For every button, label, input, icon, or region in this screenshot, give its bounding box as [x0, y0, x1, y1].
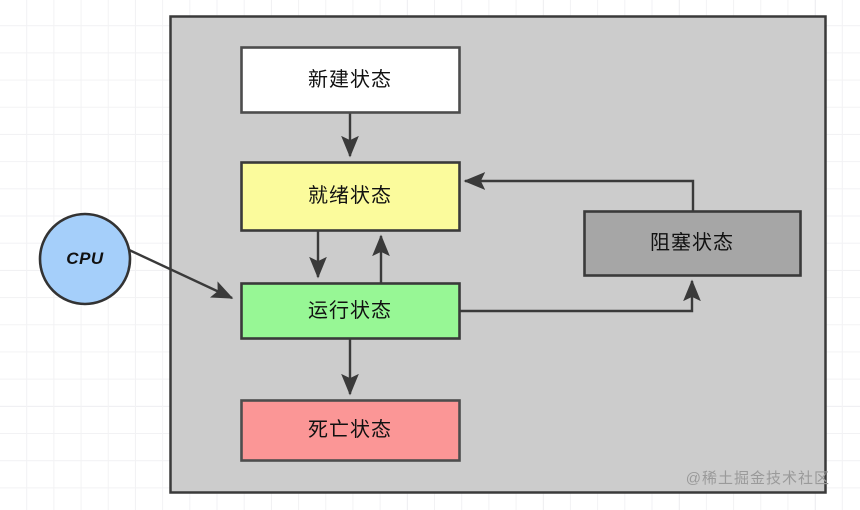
watermark-text: @稀土掘金技术社区: [685, 470, 830, 487]
node-ready-state[interactable]: [240, 161, 461, 232]
edge-layer: [126, 112, 701, 396]
edge-running-to-blocked: [459, 279, 701, 313]
node-new-state[interactable]: [240, 46, 461, 114]
node-cpu[interactable]: [38, 212, 132, 306]
node-blocked-state[interactable]: [583, 210, 802, 277]
node-dead-state[interactable]: [240, 399, 461, 462]
edge-cpu-to-running: [126, 247, 234, 300]
edge-blocked-to-ready: [463, 172, 695, 211]
node-cpu-label: CPU: [66, 249, 104, 268]
node-running-state[interactable]: [240, 282, 461, 340]
